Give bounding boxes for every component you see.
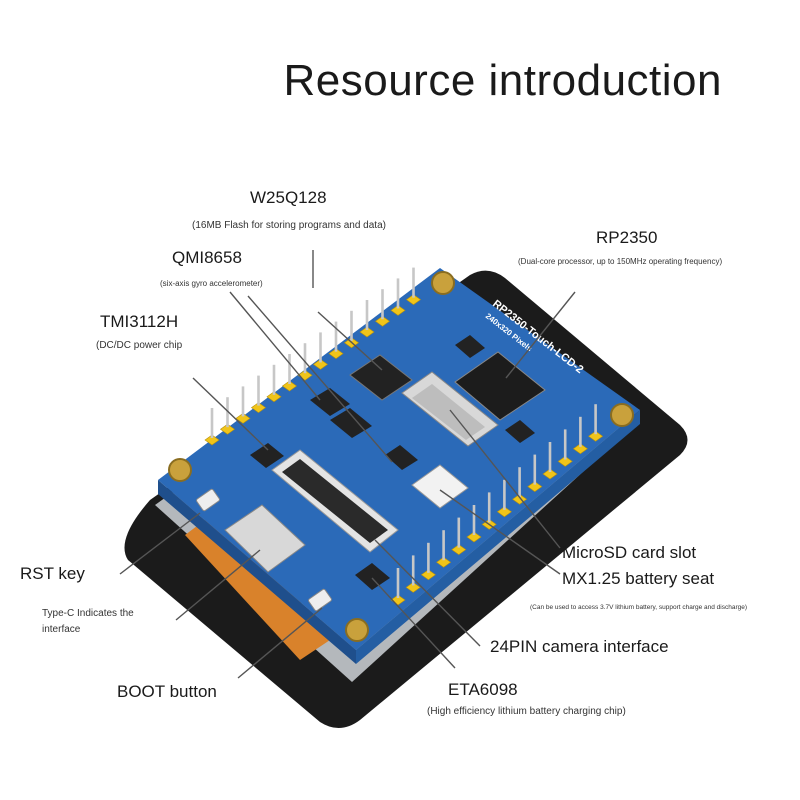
- mount-hole: [610, 403, 634, 427]
- header-pin: [210, 408, 214, 438]
- rp2350-desc: (Dual-core processor, up to 150MHz opera…: [518, 257, 723, 266]
- header-pin-base: [204, 434, 220, 446]
- mount-hole: [345, 618, 369, 642]
- header-pin: [303, 343, 307, 374]
- page-title: Resource introduction: [283, 56, 722, 105]
- qmi8658-label: QMI8658: [172, 248, 242, 267]
- header-pin: [503, 479, 506, 510]
- rp2350-label: RP2350: [596, 228, 658, 247]
- battery-seat-label: MX1.25 battery seat: [562, 569, 715, 588]
- header-pin-base: [496, 506, 512, 518]
- imu-chip: [310, 388, 350, 416]
- type-c-connector: [224, 504, 306, 573]
- header-pin: [594, 404, 597, 435]
- rst-key-label: RST key: [20, 564, 85, 583]
- header-pin: [487, 492, 491, 523]
- header-pin-base: [281, 380, 298, 392]
- header-pin: [288, 354, 291, 384]
- header-pin-base: [359, 326, 375, 338]
- mount-hole: [168, 458, 192, 482]
- header-pin-base: [312, 359, 329, 370]
- mount-hole: [431, 271, 455, 295]
- rst-button: [196, 488, 220, 512]
- header-pin-base: [527, 481, 543, 492]
- header-pin: [272, 364, 276, 395]
- tmi3112h-desc: (DC/DC power chip: [96, 340, 183, 351]
- battery-connector: [411, 464, 469, 509]
- header-pin: [381, 289, 384, 320]
- header-pin-base: [557, 456, 573, 467]
- header-pin-base: [266, 391, 282, 403]
- header-pin: [350, 310, 353, 341]
- tmi3112h-label: TMI3112H: [100, 312, 179, 331]
- header-pin: [396, 568, 400, 598]
- eta6098-label: ETA6098: [448, 680, 518, 699]
- header-pin-base: [390, 305, 406, 316]
- header-pin: [563, 429, 567, 460]
- header-pin-base: [542, 468, 558, 480]
- header-pin: [226, 397, 229, 428]
- header-pin: [457, 517, 461, 548]
- header-pin: [257, 375, 260, 406]
- header-pin: [396, 278, 400, 309]
- header-pin: [319, 332, 322, 363]
- camera-label: 24PIN camera interface: [490, 637, 669, 656]
- boot-button: [308, 588, 332, 612]
- header-pin-base: [219, 423, 236, 435]
- header-pin: [334, 321, 338, 352]
- header-pin: [533, 454, 537, 485]
- header-pin-base: [235, 413, 251, 424]
- w25q128-label: W25Q128: [250, 188, 327, 207]
- w25q128-desc: (16MB Flash for storing programs and dat…: [192, 220, 386, 231]
- header-pin: [548, 442, 552, 472]
- type-c-label-line2: interface: [42, 624, 81, 635]
- battery-seat-desc: (Can be used to access 3.7V lithium batt…: [530, 604, 748, 611]
- header-pin: [579, 416, 582, 447]
- header-pin-base: [588, 430, 604, 442]
- header-pin-base: [405, 294, 422, 305]
- header-pin-base: [405, 582, 421, 593]
- header-pin: [442, 530, 445, 561]
- boot-label: BOOT button: [117, 682, 217, 701]
- header-pin: [241, 386, 245, 417]
- type-c-label-line1: Type-C Indicates the: [42, 608, 134, 619]
- header-pin-base: [572, 443, 588, 455]
- header-pin: [472, 505, 476, 535]
- header-pin-base: [420, 569, 436, 581]
- qmi8658-desc: (six-axis gyro accelerometer): [160, 279, 263, 288]
- header-pin-base: [466, 531, 482, 543]
- header-pin-base: [374, 315, 391, 327]
- header-pin: [411, 555, 415, 586]
- rp2350-chip: [454, 351, 546, 421]
- eta6098-desc: (High efficiency lithium battery chargin…: [427, 706, 626, 717]
- header-pin-base: [436, 556, 452, 568]
- header-pin-base: [250, 402, 267, 413]
- header-pin: [365, 300, 369, 330]
- header-pin: [427, 542, 430, 573]
- header-pin: [412, 267, 415, 298]
- header-pin-base: [451, 544, 467, 555]
- microsd-label: MicroSD card slot: [562, 543, 697, 562]
- header-pins-left: [204, 267, 422, 446]
- flash-chip: [349, 354, 413, 401]
- leader-lines: [119, 250, 576, 679]
- header-pin: [518, 467, 521, 498]
- header-pin-base: [328, 348, 344, 359]
